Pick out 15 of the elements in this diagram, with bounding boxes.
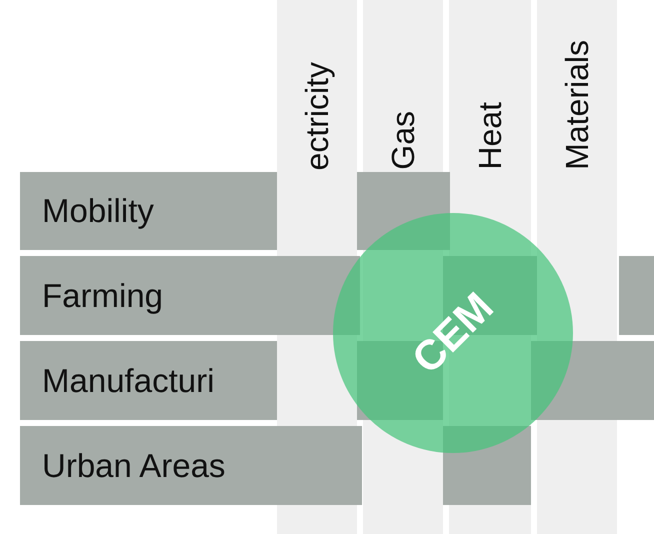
column-label: Materials — [558, 40, 596, 170]
row-label: Mobility — [42, 192, 154, 230]
sector-row — [20, 256, 360, 335]
column-label: ectricity — [298, 62, 336, 170]
row-label: Manufacturi — [42, 362, 214, 400]
sector-row — [20, 341, 277, 420]
sector-row — [20, 426, 362, 505]
sector-column — [363, 0, 443, 172]
sector-column — [449, 0, 531, 172]
column-label: Heat — [472, 102, 508, 170]
row-label: Farming — [42, 276, 164, 314]
row-label: Urban Areas — [42, 446, 226, 484]
column-label: Gas — [384, 111, 422, 170]
sector-column — [277, 0, 357, 172]
sector-row — [20, 172, 277, 250]
